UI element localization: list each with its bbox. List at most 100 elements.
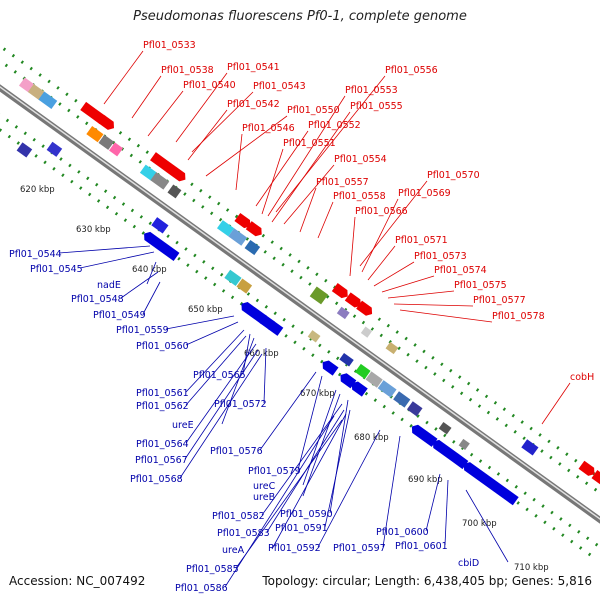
- forward-leader-line: [261, 148, 284, 215]
- forward-gene-label: Pfl01_0566: [355, 206, 408, 217]
- reverse-gene-label: Pfl01_0564: [136, 439, 189, 450]
- forward-gene-arrow: [245, 221, 262, 237]
- forward-leader-line: [235, 133, 243, 191]
- reverse-leader-line: [329, 399, 349, 514]
- kbp-tick-label: 710 kbp: [514, 563, 549, 573]
- forward-leader-line: [317, 201, 334, 239]
- gene-feature: [458, 438, 470, 451]
- reverse-gene-label: Pfl01_0561: [136, 388, 189, 399]
- forward-gene-label: Pfl01_0571: [395, 235, 448, 246]
- forward-gene-arrow: [356, 300, 373, 316]
- forward-leader-line: [131, 75, 162, 119]
- forward-gene-label: Pfl01_0558: [333, 191, 386, 202]
- reverse-leader-line: [179, 353, 263, 479]
- gene-feature: [393, 391, 411, 408]
- forward-gene-label: cobH: [570, 372, 594, 383]
- reverse-leader-line: [224, 415, 335, 588]
- forward-leader-line: [103, 50, 144, 105]
- reverse-leader-line: [165, 315, 235, 330]
- reverse-leader-line: [58, 245, 151, 254]
- gene-feature: [354, 363, 371, 379]
- forward-gene-arrow: [80, 101, 97, 118]
- forward-gene-arrow: [578, 460, 595, 476]
- reverse-leader-line: [185, 335, 247, 406]
- forward-gene-arrow: [591, 470, 600, 486]
- kbp-tick-label: 660 kbp: [244, 349, 279, 359]
- reverse-gene-arrow: [163, 245, 180, 262]
- reverse-gene-label: Pfl01_0544: [9, 249, 62, 260]
- topology-text: Topology: circular; Length: 6,438,405 bp…: [262, 574, 592, 588]
- reverse-gene-label: Pfl01_0560: [136, 341, 189, 352]
- forward-gene-arrow: [169, 166, 186, 182]
- gene-feature: [307, 330, 321, 343]
- forward-gene-label: Pfl01_0542: [227, 99, 280, 110]
- gene-feature: [377, 380, 397, 398]
- gene-feature: [167, 184, 182, 199]
- reverse-leader-line: [302, 389, 337, 486]
- forward-gene-label: Pfl01_0552: [308, 120, 361, 131]
- gene-feature: [27, 83, 46, 101]
- reverse-gene-label: Pfl01_0548: [71, 294, 124, 305]
- forward-gene-label: Pfl01_0574: [434, 265, 487, 276]
- gene-feature: [46, 141, 63, 157]
- forward-leader-line: [399, 309, 493, 323]
- forward-leader-line: [373, 261, 415, 287]
- forward-leader-line: [381, 275, 435, 293]
- reverse-leader-line: [271, 413, 347, 550]
- forward-gene-arrow: [150, 152, 166, 168]
- reverse-leader-line: [444, 479, 449, 546]
- reverse-leader-line: [317, 429, 381, 548]
- reverse-gene-label: nadE: [97, 280, 121, 291]
- gene-feature: [365, 371, 383, 388]
- gene-feature: [244, 239, 261, 256]
- reverse-leader-line: [184, 349, 259, 460]
- forward-gene-label: Pfl01_0533: [143, 40, 196, 51]
- gene-feature: [216, 220, 235, 237]
- map-title: Pseudomonas fluorescens Pf0-1, complete …: [133, 9, 467, 24]
- forward-gene-label: Pfl01_0553: [345, 85, 398, 96]
- gene-feature: [228, 228, 248, 246]
- reverse-gene-arrow: [351, 381, 368, 397]
- gene-feature: [109, 142, 123, 157]
- reverse-gene-label: Pfl01_0549: [93, 310, 146, 321]
- reverse-gene-label: Pfl01_0583: [217, 528, 270, 539]
- forward-gene-arrow: [98, 114, 115, 130]
- reverse-leader-line: [120, 271, 159, 299]
- reverse-gene-label: Pfl01_0572: [214, 399, 267, 410]
- forward-gene-label: Pfl01_0569: [398, 188, 451, 199]
- gene-feature: [406, 401, 423, 417]
- tick-track: [0, 113, 600, 549]
- reverse-gene-label: Pfl01_0545: [30, 264, 83, 275]
- reverse-leader-line: [263, 347, 267, 404]
- gene-feature: [150, 172, 170, 190]
- kbp-tick-label: 640 kbp: [132, 265, 167, 275]
- forward-leader-line: [187, 109, 228, 161]
- forward-leader-line: [175, 72, 228, 143]
- gene-feature: [438, 422, 452, 435]
- reverse-leader-line: [465, 489, 509, 563]
- forward-gene-label: Pfl01_0575: [454, 280, 507, 291]
- reverse-leader-line: [235, 419, 343, 569]
- gene-feature: [224, 269, 242, 287]
- kbp-tick-label: 630 kbp: [76, 225, 111, 235]
- gene-feature: [38, 91, 58, 110]
- reverse-leader-line: [185, 329, 245, 393]
- reverse-leader-line: [242, 333, 251, 375]
- reverse-gene-label: Pfl01_0591: [275, 523, 328, 534]
- reverse-gene-label: Pfl01_0576: [210, 446, 263, 457]
- reverse-leader-line: [221, 337, 255, 425]
- reverse-gene-label: Pfl01_0562: [136, 401, 189, 412]
- reverse-gene-label: Pfl01_0585: [186, 564, 239, 575]
- kbp-tick-label: 650 kbp: [188, 305, 223, 315]
- reverse-leader-line: [185, 321, 239, 346]
- forward-gene-label: Pfl01_0538: [161, 65, 214, 76]
- reverse-gene-arrow: [502, 490, 519, 506]
- gene-feature: [309, 286, 329, 305]
- gene-feature: [139, 164, 158, 181]
- forward-leader-line: [349, 216, 356, 277]
- reverse-gene-label: Pfl01_0565: [193, 370, 246, 381]
- forward-gene-label: Pfl01_0550: [287, 105, 340, 116]
- reverse-gene-label: Pfl01_0582: [212, 511, 265, 522]
